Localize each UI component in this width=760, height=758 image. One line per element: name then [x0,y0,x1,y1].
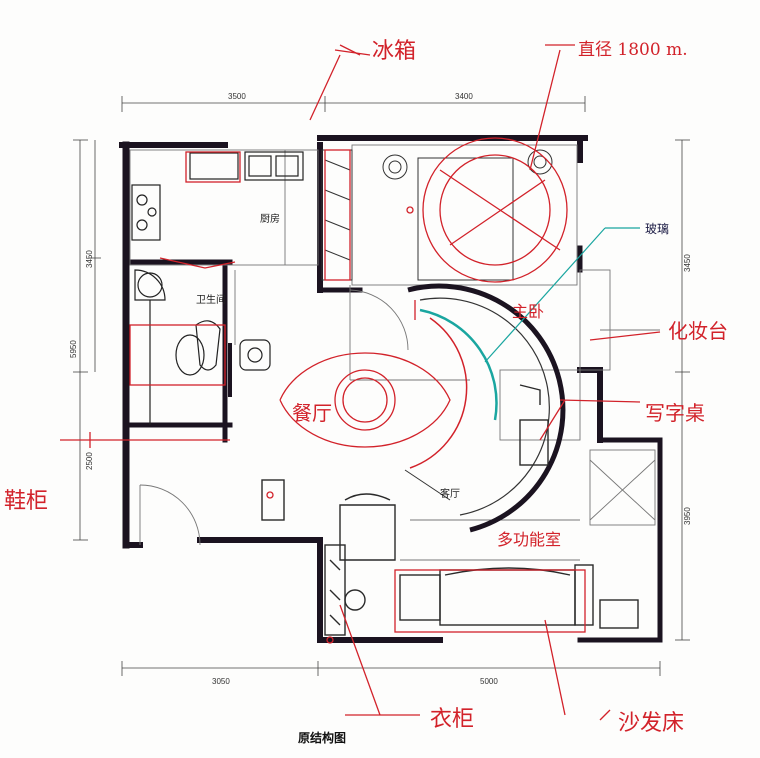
note-restaurant: 餐厅 [292,401,332,425]
dimension-labels: 3500 3400 3050 5000 5950 3450 2500 3450 … [69,92,692,686]
dim-right-lower: 3950 [683,507,692,525]
curved-partition [404,283,566,533]
dim-left-upper: 3450 [85,250,94,268]
room-label-bathroom: 卫生间 [196,293,226,306]
note-wardrobe: 衣柜 [430,707,474,732]
kitchen-fixtures [131,151,304,241]
glass-leader [484,227,640,363]
pencil-lines [129,144,660,561]
note-glass: 玻璃 [645,222,669,236]
dimension-lines [73,96,690,676]
note-master-bedroom: 主卧 [512,302,544,321]
dim-bottom-right: 5000 [480,677,498,686]
room-label-kitchen: 厨房 [260,212,280,225]
dim-top-right: 3400 [455,92,473,101]
note-multi-function: 多功能室 [497,530,561,549]
red-sketch [60,44,661,721]
dim-left-lower: 2500 [85,452,94,470]
dim-right-upper: 3450 [683,254,692,272]
note-round-bed: 直径 1800 m. [578,40,688,60]
note-vanity: 化妆台 [668,319,728,343]
room-label-living: 客厅 [440,487,460,500]
dim-bottom-left: 3050 [212,677,230,686]
dim-left-total: 5950 [69,340,78,358]
drawing-title: 原结构图 [298,730,346,745]
note-fridge: 冰箱 [372,39,416,64]
living-furniture [261,384,639,636]
dim-top-left: 3500 [228,92,246,101]
note-desk: 写字桌 [645,401,705,425]
note-sofa-bed: 沙发床 [618,711,684,736]
bathroom-fixtures [134,269,271,425]
note-shoe-cabinet: 鞋柜 [4,489,48,514]
